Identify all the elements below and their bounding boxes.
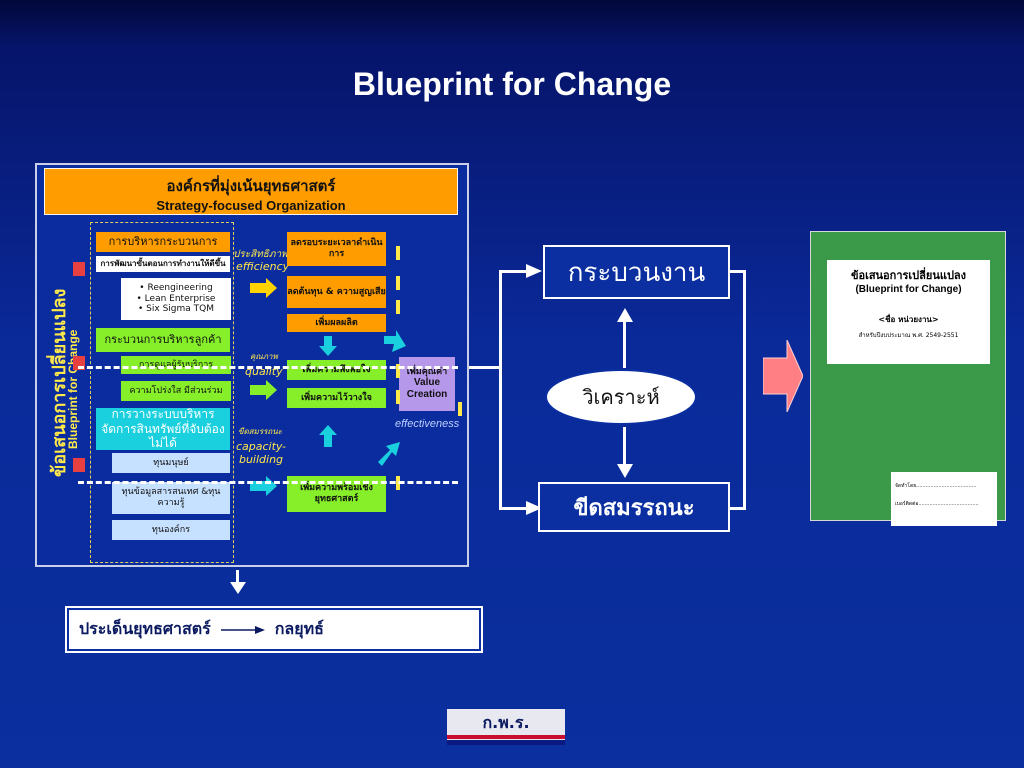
cover-title-page: ข้อเสนอการเปลี่ยนแปลง (Blueprint for Cha…	[827, 260, 990, 364]
slide-title: Blueprint for Change	[352, 66, 672, 102]
org-title-thai: องค์กรที่มุ่งเน้นยุทธศาสตร์	[166, 177, 336, 195]
organization-capital-box: ทุนองค์กร	[112, 520, 230, 540]
connector-line	[499, 270, 529, 273]
management-column-frame	[90, 222, 234, 563]
connector-line	[499, 270, 502, 510]
connector-line	[469, 366, 501, 369]
customer-management-box: กระบวนการบริหารลูกค้า	[96, 328, 230, 352]
connector-line	[743, 270, 746, 510]
connector-line	[730, 270, 746, 273]
connector-line	[730, 507, 746, 510]
down-arrow-icon	[396, 246, 400, 260]
up-arrow-icon	[319, 425, 337, 447]
process-management-box: การบริหารกระบวนการ	[96, 232, 230, 252]
capacity-label-thai: ขีดสมรรถนะ	[238, 427, 283, 436]
up-arrow-icon	[458, 402, 462, 416]
service-recipient-box: การดูแลผู้รับบริการ	[121, 356, 231, 374]
analyze-ellipse: วิเคราะห์	[545, 369, 697, 425]
connector-line	[623, 427, 626, 467]
process-improvement-box: การพัฒนาขั้นตอนการทำงานให้ดีขึ้น	[96, 256, 230, 272]
logo-stripe	[447, 735, 565, 739]
efficiency-label-en: efficiency	[236, 260, 290, 273]
cover-info-page: จัดทำโดย................................…	[891, 472, 997, 526]
right-arrow-icon	[220, 625, 265, 634]
intangible-asset-planning-box: การวางระบบบริหารจัดการสินทรัพย์ที่จับต้อ…	[96, 407, 230, 450]
up-arrow-icon	[396, 364, 400, 378]
dashed-divider	[78, 481, 458, 484]
reduce-cost-box: ลดต้นทุน & ความสูญเสีย	[287, 276, 386, 308]
down-arrow-icon	[230, 582, 246, 594]
up-arrow-icon	[396, 300, 400, 314]
right-arrow-icon	[526, 264, 542, 278]
strategy-focused-org-header: องค์กรที่มุ่งเน้นยุทธศาสตร์ Strategy-foc…	[44, 168, 458, 215]
cover-year: สำหรับปีงบประมาณ พ.ศ. 2549-2551	[858, 332, 959, 339]
dashed-divider	[78, 366, 458, 369]
strategy-issue-box: ประเด็นยุทธศาสตร์ กลยุทธ์	[65, 606, 483, 653]
org-title-en: Strategy-focused Organization	[156, 198, 346, 213]
method-sixsigma: • Six Sigma TQM	[138, 304, 214, 315]
cover-subtitle: (Blueprint for Change)	[855, 284, 962, 295]
diagonal-arrow-icon	[384, 330, 406, 352]
logo-text: ก.พ.ร.	[482, 713, 530, 732]
opdc-logo: ก.พ.ร.	[447, 709, 565, 745]
cover-phone: เบอร์ติดต่อ.............................…	[895, 501, 979, 507]
information-capital-box: ทุนข้อมูลสารสนเทศ &ทุนความรู้	[112, 482, 230, 514]
right-arrow-icon	[250, 380, 277, 400]
cover-unit: <ชื่อ หน่วยงาน>	[878, 315, 939, 324]
connector-line	[499, 507, 529, 510]
big-right-arrow-icon	[763, 340, 803, 412]
method-lean: • Lean Enterprise	[136, 293, 216, 304]
increase-trust-box: เพิ่มความไว้วางใจ	[287, 388, 386, 408]
connector-line	[236, 570, 239, 584]
reduce-cycle-time-box: ลดรอบระยะเวลาดำเนินการ	[287, 232, 386, 266]
strategic-issue-label: ประเด็นยุทธศาสตร์	[79, 619, 211, 638]
add-value-label: เพิ่มคุณค่า	[406, 366, 448, 377]
logo-stripe	[447, 740, 565, 745]
down-arrow-icon	[319, 336, 337, 356]
quality-label-thai: คุณภาพ	[250, 352, 278, 361]
up-arrow-icon	[617, 308, 633, 322]
method-reengineering: • Reengineering	[139, 282, 213, 293]
efficiency-label-thai: ประสิทธิภาพ	[233, 249, 288, 260]
right-arrow-icon	[250, 476, 277, 496]
methods-box: • Reengineering • Lean Enterprise • Six …	[121, 278, 231, 320]
right-arrow-icon	[250, 278, 277, 298]
vertical-title-en: Blueprint for Change	[66, 329, 80, 449]
effectiveness-label: effectiveness	[395, 418, 460, 430]
transparency-box: ความโปร่งใส มีส่วนร่วม	[121, 381, 231, 401]
right-arrow-icon	[526, 501, 542, 515]
human-capital-box: ทุนมนุษย์	[112, 453, 230, 473]
down-arrow-icon	[396, 276, 400, 290]
red-arrow-icon	[73, 262, 85, 276]
down-arrow-icon	[617, 464, 633, 478]
cover-made-by: จัดทำโดย................................…	[895, 483, 977, 489]
blueprint-document-cover: ข้อเสนอการเปลี่ยนแปลง (Blueprint for Cha…	[810, 231, 1006, 526]
capacity-label-en: capacity-building	[235, 440, 286, 466]
process-box: กระบวนงาน	[543, 245, 730, 299]
cover-title: ข้อเสนอการเปลี่ยนแปลง	[850, 269, 967, 282]
connector-line	[623, 318, 626, 368]
red-arrow-icon	[73, 458, 85, 472]
increase-output-box: เพิ่มผลผลิต	[287, 314, 386, 332]
diagonal-arrow-icon	[378, 442, 400, 466]
increase-satisfaction-box: เพิ่มความพึงพอใจ	[287, 360, 386, 380]
strategy-label: กลยุทธ์	[274, 619, 324, 638]
capacity-box: ขีดสมรรถนะ	[538, 482, 730, 532]
value-creation-label: Value Creation	[406, 377, 448, 401]
up-arrow-icon	[396, 390, 400, 404]
